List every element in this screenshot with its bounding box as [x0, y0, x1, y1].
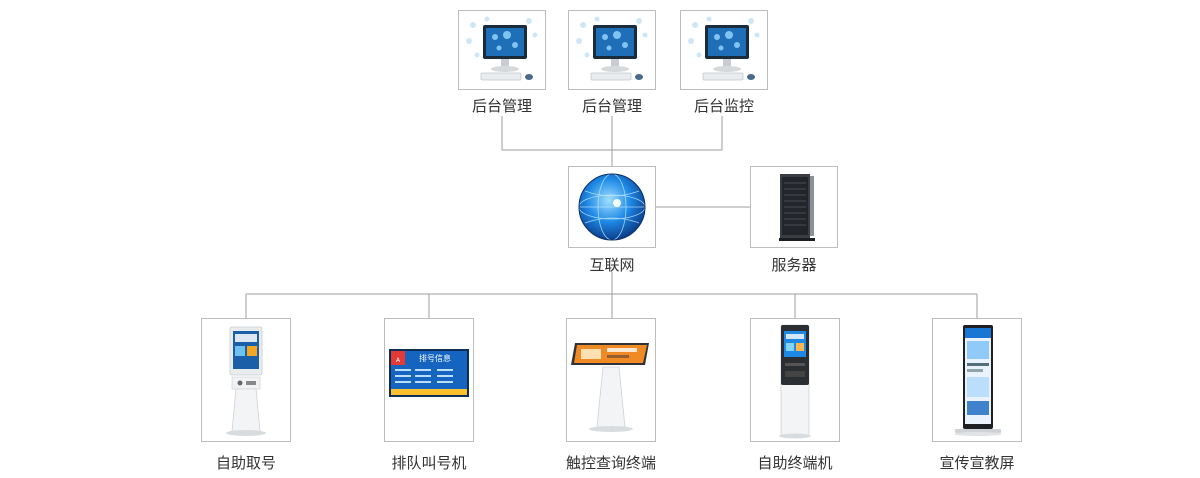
server-rack-icon — [750, 166, 838, 248]
node-label: 服务器 — [771, 256, 817, 274]
node-label: 后台监控 — [693, 97, 754, 115]
svg-text:A: A — [396, 357, 401, 364]
touch-query-terminal-icon — [566, 318, 656, 442]
node-label: 后台管理 — [471, 97, 532, 115]
computer-monitor-icon — [568, 10, 656, 90]
node-label: 宣传宣教屏 — [939, 454, 1015, 472]
globe-network-icon — [568, 166, 656, 248]
queue-display-screen-icon: A 排号信息 — [384, 318, 474, 442]
node-label: 互联网 — [589, 256, 635, 274]
node-label: 触控查询终端 — [565, 454, 656, 472]
node-label: 排队叫号机 — [391, 454, 467, 472]
node-label: 后台管理 — [581, 97, 642, 115]
advertising-display-icon — [932, 318, 1022, 442]
computer-monitor-icon — [458, 10, 546, 90]
node-label: 自助取号 — [215, 454, 276, 472]
node-label: 自助终端机 — [757, 454, 833, 472]
self-service-kiosk-icon — [201, 318, 291, 442]
screen-title: 排号信息 — [419, 353, 451, 363]
self-service-terminal-icon — [750, 318, 840, 442]
computer-monitor-icon — [680, 10, 768, 90]
